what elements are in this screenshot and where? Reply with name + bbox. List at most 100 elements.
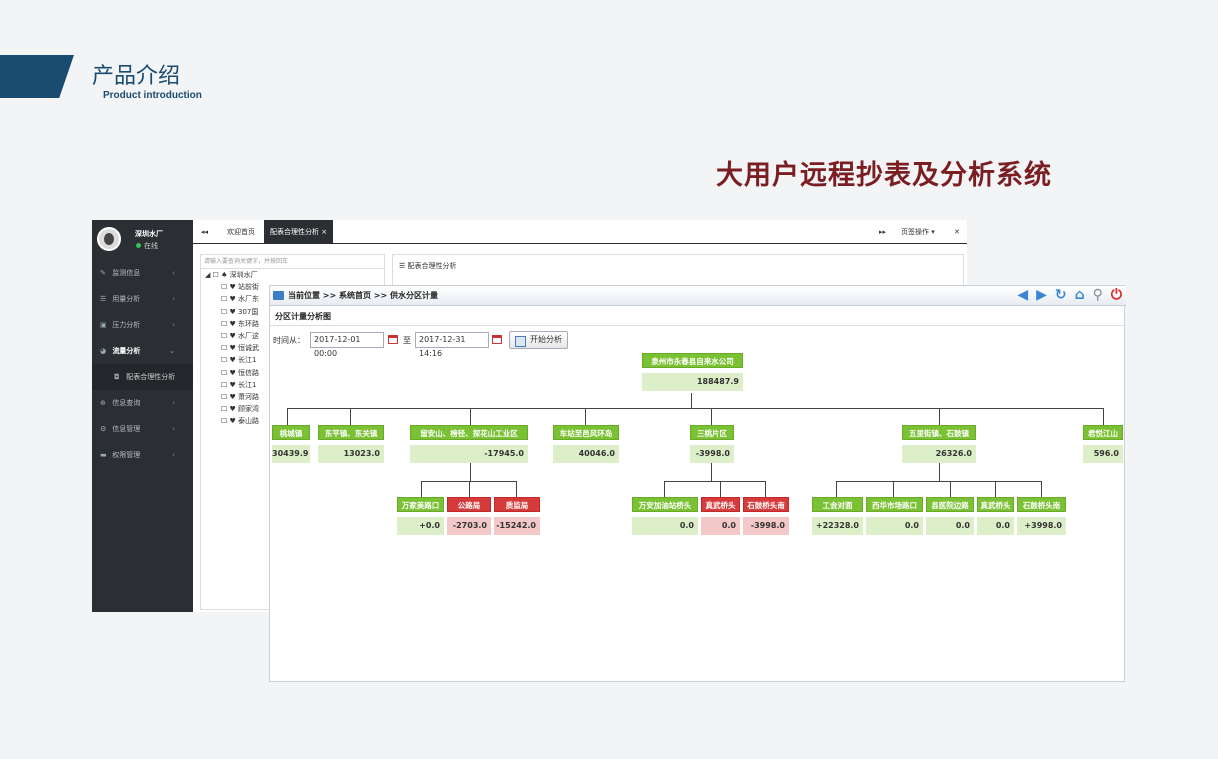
tab-meter-analysis[interactable]: 配表合理性分析 × — [264, 220, 334, 244]
node-value: +22328.0 — [812, 517, 863, 535]
tree-item[interactable]: ☐ ♥ 307国 — [221, 307, 259, 316]
tree-item[interactable]: ☐ ♥ 顾家湾 — [221, 405, 260, 414]
chevron-left-icon: ‹ — [172, 269, 175, 277]
tree-item[interactable]: ☐ ♥ 东环路 — [221, 319, 260, 328]
tree-item[interactable]: ☐ ♥ 泰山路 — [221, 417, 260, 426]
node-gonghui[interactable]: 工会对面+22328.0 — [812, 497, 863, 535]
node-value: 0.0 — [977, 517, 1014, 535]
node-value: 188487.9 — [642, 373, 743, 391]
zone-metering-window: 当前位置 >> 系统首页 >> 供水分区计量 ◀ ▶ ↻ ⌂ ⚲ ⏻ 分区计量分… — [269, 285, 1126, 683]
home-icon[interactable]: ⌂ — [1074, 287, 1085, 303]
avatar[interactable] — [97, 227, 121, 251]
tab-bar: ◂◂ 欢迎首页 配表合理性分析 × ▸▸ 页签操作 ▾ ✕ — [193, 220, 967, 244]
tree-root[interactable]: ◢ ☐ ♠ 深圳水厂 — [205, 271, 258, 279]
to-label: 至 — [403, 336, 411, 345]
menu-item-query[interactable]: ⊕ 信息查询‹ — [92, 390, 193, 416]
tab-prev-button[interactable]: ◂◂ — [201, 228, 209, 236]
node-value: 0.0 — [926, 517, 974, 535]
node-value: +0.0 — [397, 517, 444, 535]
node-shigu-south-2[interactable]: 石鼓桥头南+3998.0 — [1017, 497, 1066, 535]
node-name: 车站至邑风环岛 — [553, 425, 619, 440]
back-arrow-icon[interactable]: ◀ — [1017, 287, 1029, 303]
connector-line — [939, 408, 940, 425]
menu-item-permission[interactable]: ▬ 权限管理‹ — [92, 442, 193, 468]
connector-line — [691, 393, 692, 408]
tree-item[interactable]: ☐ ♥ 长江1 — [221, 380, 257, 389]
refresh-icon[interactable]: ↻ — [1054, 287, 1067, 303]
connector-line — [287, 408, 1103, 409]
node-gonglu[interactable]: 公路局-2703.0 — [447, 497, 491, 535]
node-value: 0.0 — [866, 517, 923, 535]
tree-item[interactable]: ☐ ♥ 水厂东 — [221, 295, 260, 304]
tree-item[interactable]: ☐ ♥ 萧河路 — [221, 392, 260, 401]
connector-line — [470, 408, 471, 425]
menu-item-pressure[interactable]: ▣ 压力分析‹ — [92, 312, 193, 338]
node-station[interactable]: 车站至邑风环岛 40046.0 — [553, 425, 619, 463]
tree-search-input[interactable]: 请输入要查询关键字，并按回车 — [200, 254, 385, 269]
chevron-left-icon: ‹ — [172, 425, 175, 433]
menu-item-meter-analysis[interactable]: ◘ 配表合理性分析 — [92, 364, 193, 390]
tree-item[interactable]: ☐ ♥ 水厂这 — [221, 331, 260, 340]
calendar-icon[interactable] — [388, 335, 398, 344]
node-value: 40046.0 — [553, 445, 619, 463]
end-date-input[interactable]: 2017-12-31 14:16 — [415, 332, 489, 358]
connector-line — [836, 481, 1042, 482]
node-junyue[interactable]: 君悦江山 596.0 — [1083, 425, 1123, 463]
tree-item[interactable]: ☐ ♥ 长江1 — [221, 356, 257, 365]
node-zhijian[interactable]: 质监局-15242.0 — [494, 497, 540, 535]
monitor-icon — [273, 291, 284, 300]
page-ops-dropdown[interactable]: 页签操作 ▾ — [901, 228, 935, 236]
node-liuanshan[interactable]: 留安山、榜径、探花山工业区-17945.0 — [410, 425, 528, 463]
menu-item-info[interactable]: ⚙ 信息管理‹ — [92, 416, 193, 442]
power-icon[interactable]: ⏻ — [1110, 287, 1122, 303]
tab-home[interactable]: 欢迎首页 — [227, 228, 255, 236]
search-icon[interactable]: ⚲ — [1092, 287, 1103, 303]
menu-item-monitor[interactable]: ✎ 监测信息‹ — [92, 260, 193, 286]
start-date-input[interactable]: 2017-12-01 00:00 — [310, 332, 384, 358]
tree-item[interactable]: ☐ ♥ 恒诚武 — [221, 344, 260, 353]
section-title: 分区计量分析图 — [270, 308, 1126, 326]
slide-subtitle: Product introduction — [103, 90, 202, 101]
tree-item[interactable]: ☐ ♥ 站前街 — [221, 283, 260, 292]
chevron-left-icon: ‹ — [172, 399, 175, 407]
time-toolbar: 时间从： 2017-12-01 00:00 至 2017-12-31 14:16… — [270, 330, 1126, 358]
forward-arrow-icon[interactable]: ▶ — [1036, 287, 1047, 303]
calendar-icon[interactable] — [492, 335, 502, 344]
menu-label: 配表合理性分析 — [126, 373, 176, 381]
menu-item-flow[interactable]: ◕ 流量分析⌄ — [92, 338, 193, 364]
node-value: -17945.0 — [410, 445, 528, 463]
node-wanjiamei[interactable]: 万家美路口+0.0 — [397, 497, 444, 535]
time-label: 时间从： — [273, 336, 305, 345]
tab-next-button[interactable]: ▸▸ — [879, 228, 887, 236]
connector-line — [893, 481, 894, 497]
connector-line — [350, 408, 351, 425]
connector-line — [469, 481, 470, 497]
node-name: 君悦江山 — [1083, 425, 1123, 440]
node-value: 0.0 — [632, 517, 698, 535]
tree-item[interactable]: ☐ ♥ 恒信路 — [221, 368, 260, 377]
node-value: -2703.0 — [447, 517, 491, 535]
connector-line — [421, 481, 422, 497]
connector-line — [1041, 481, 1042, 497]
connector-line — [939, 463, 940, 481]
analysis-panel: ☰ 配表合理性分析 — [392, 254, 964, 288]
close-icon[interactable]: ✕ — [954, 228, 960, 236]
start-analysis-button[interactable]: 开始分析 — [509, 331, 568, 349]
node-value: 596.0 — [1083, 445, 1123, 463]
node-santao[interactable]: 三桃片区-3998.0 — [690, 425, 734, 463]
node-name: 石鼓桥头南 — [1017, 497, 1066, 512]
user-panel: 深圳水厂 在线 — [92, 220, 193, 260]
node-shigu-south[interactable]: 石鼓桥头南-3998.0 — [743, 497, 789, 535]
menu-item-usage[interactable]: ☰ 用量分析‹ — [92, 286, 193, 312]
